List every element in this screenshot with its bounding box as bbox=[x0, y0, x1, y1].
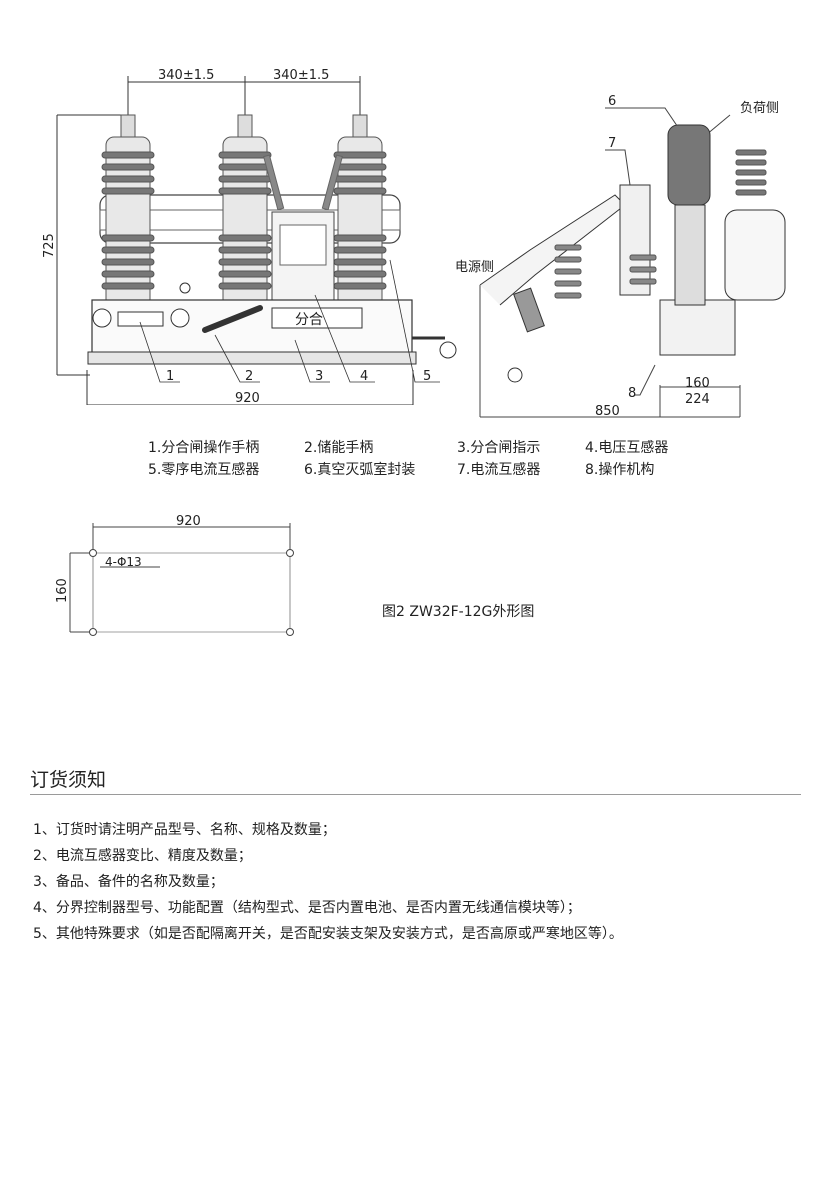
list-item: 4、分界控制器型号、功能配置（结构型式、是否内置电池、是否内置无线通信模块等）； bbox=[33, 900, 581, 916]
dim-pole-spacing-right: 340±1.5 bbox=[273, 68, 329, 83]
parts-legend: 1.分合闸操作手柄 2.储能手柄 3.分合闸指示 4.电压互感器 5.零序电流互… bbox=[148, 437, 668, 481]
figure-caption: 图2 ZW32F-12G外形图 bbox=[382, 604, 535, 620]
dim-outer-depth: 224 bbox=[685, 392, 710, 407]
legend-item: 6.真空灭弧室封装 bbox=[304, 462, 416, 478]
legend-row: 1.分合闸操作手柄 2.储能手柄 3.分合闸指示 4.电压互感器 bbox=[148, 437, 668, 459]
label-source-side: 电源侧 bbox=[455, 260, 494, 275]
ordering-title: 订货须知 bbox=[30, 769, 107, 791]
legend-item: 1.分合闸操作手柄 bbox=[148, 440, 260, 456]
list-item: 3、备品、备件的名称及数量； bbox=[33, 874, 224, 890]
dim-height: 725 bbox=[42, 233, 57, 258]
dim-width: 920 bbox=[235, 391, 260, 405]
callout-8: 8 bbox=[628, 386, 636, 401]
base-depth-dim: 160 bbox=[55, 578, 70, 603]
dim-inner-depth: 160 bbox=[685, 376, 710, 391]
legend-item: 8.操作机构 bbox=[585, 462, 655, 478]
base-width-dim: 920 bbox=[176, 515, 201, 529]
label-load-side: 负荷侧 bbox=[740, 101, 779, 116]
list-item: 5、其他特殊要求（如是否配隔离开关，是否配安装支架及安装方式，是否高原或严寒地区… bbox=[33, 926, 623, 942]
legend-item: 5.零序电流互感器 bbox=[148, 462, 260, 478]
callout-6: 6 bbox=[608, 94, 616, 109]
legend-item: 3.分合闸指示 bbox=[457, 440, 541, 456]
callout-7: 7 bbox=[608, 136, 616, 151]
legend-item: 4.电压互感器 bbox=[585, 440, 669, 456]
legend-item: 7.电流互感器 bbox=[457, 462, 541, 478]
callout-5: 5 bbox=[423, 369, 431, 384]
callout-4: 4 bbox=[360, 369, 368, 384]
ordering-list: 1、订货时请注明产品型号、名称、规格及数量； 2、电流互感器变比、精度及数量； … bbox=[33, 817, 623, 947]
side-view-drawing: 负荷侧 电源侧 6 7 8 160 224 850 bbox=[455, 94, 786, 419]
callout-2: 2 bbox=[245, 369, 253, 384]
list-item: 2、电流互感器变比、精度及数量； bbox=[33, 848, 252, 864]
dim-total-depth: 850 bbox=[595, 404, 620, 419]
legend-item: 2.储能手柄 bbox=[304, 440, 374, 456]
indicator-label: 分合 bbox=[295, 312, 323, 328]
mounting-holes-label: 4-Φ13 bbox=[105, 555, 142, 569]
list-item: 1、订货时请注明产品型号、名称、规格及数量； bbox=[33, 822, 336, 838]
callout-3: 3 bbox=[315, 369, 323, 384]
section-divider bbox=[30, 794, 801, 795]
callout-1: 1 bbox=[166, 369, 174, 384]
base-plan-drawing: 920 160 4-Φ13 bbox=[55, 515, 294, 636]
dim-pole-spacing-left: 340±1.5 bbox=[158, 68, 214, 83]
front-view-drawing: 分合 340±1.5 340±1.5 725 920 1 2 3 4 5 bbox=[42, 68, 457, 405]
legend-row: 5.零序电流互感器 6.真空灭弧室封装 7.电流互感器 8.操作机构 bbox=[148, 459, 668, 481]
